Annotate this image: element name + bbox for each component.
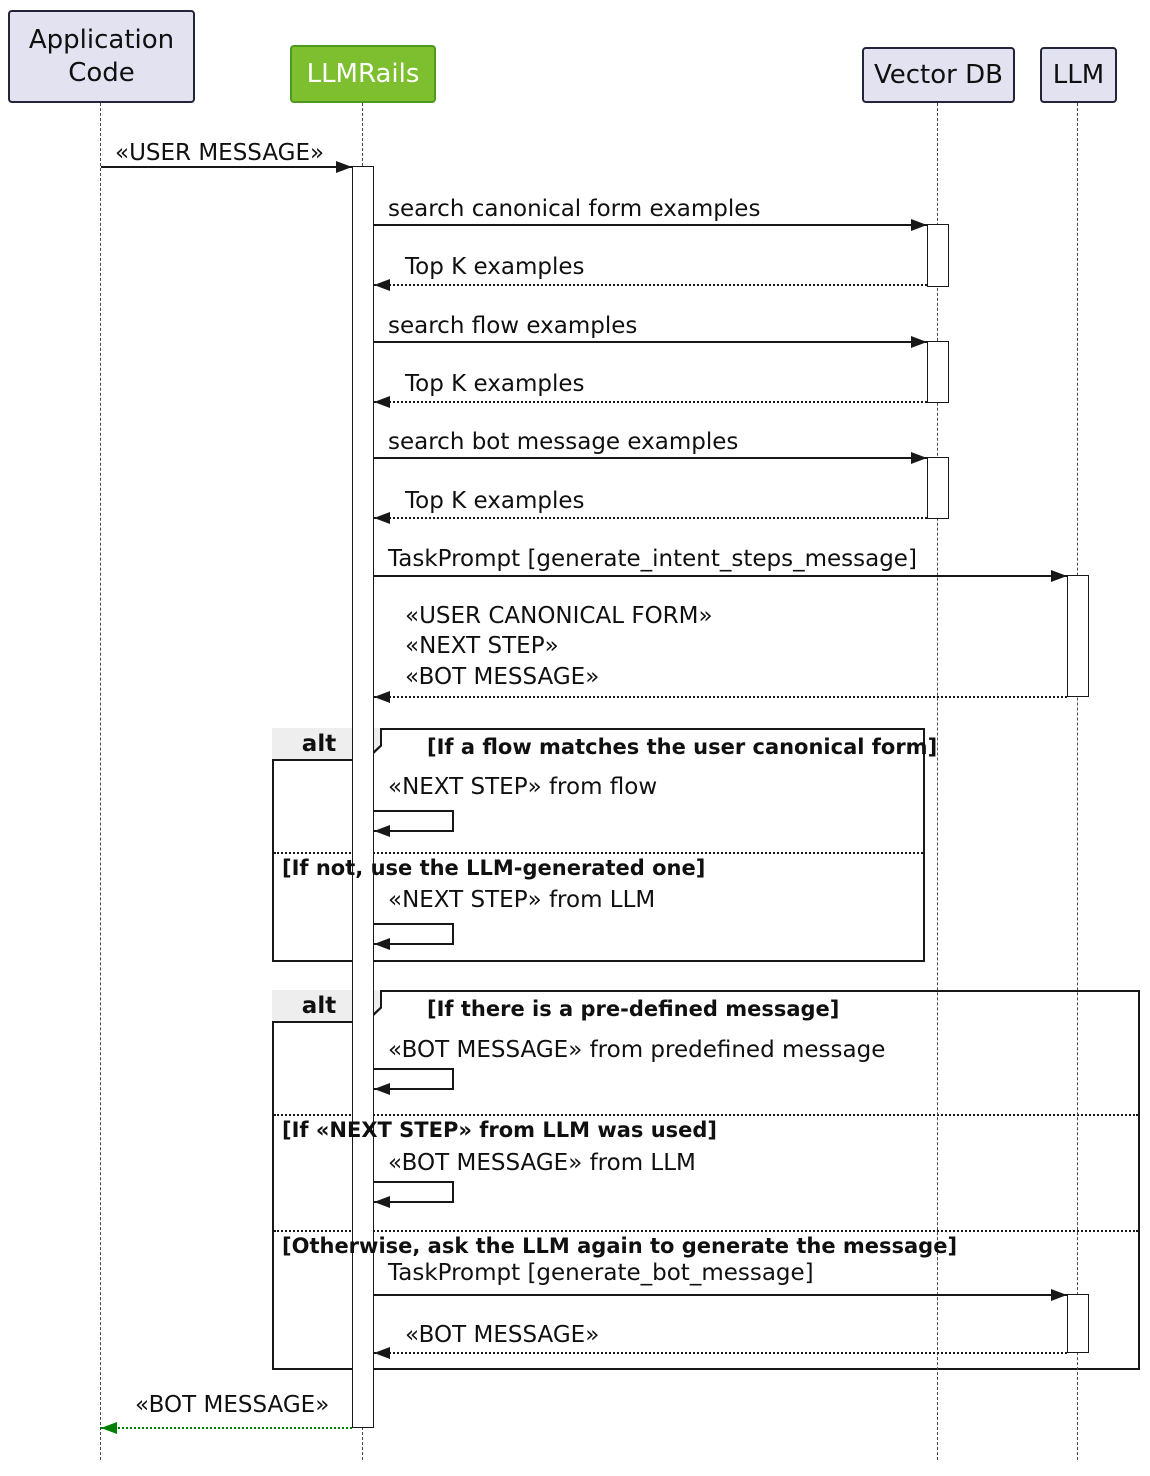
participant-llm-label: LLM	[1052, 59, 1105, 90]
message-label-bot-predefined: «BOT MESSAGE» from predefined message	[388, 1037, 886, 1063]
message-line-task-prompt-intent	[374, 575, 1067, 577]
message-label-final-bot-message: «BOT MESSAGE»	[135, 1392, 330, 1418]
message-line-top-k-1	[374, 284, 927, 286]
activation-vector-db-3	[927, 457, 949, 519]
message-line-search-canonical	[374, 224, 927, 226]
lifeline-vector-db	[937, 103, 938, 1460]
participant-application-code-label: Application Code	[28, 25, 175, 88]
activation-llm-2	[1067, 1294, 1089, 1353]
arrowhead-bot-llm	[374, 1196, 390, 1208]
message-label-top-k-2: Top K examples	[405, 371, 585, 397]
arrowhead-next-step-flow	[374, 825, 390, 837]
activation-llm-1	[1067, 575, 1089, 697]
message-label-task-prompt-bot: TaskPrompt [generate_bot_message]	[388, 1260, 814, 1286]
participant-vector-db: Vector DB	[862, 47, 1015, 103]
activation-vector-db-1	[927, 224, 949, 287]
arrowhead-search-flow	[911, 336, 927, 348]
participant-application-code: Application Code	[8, 10, 195, 103]
arrowhead-top-k-1	[374, 279, 390, 291]
alt-frame-2: alt [If there is a pre-defined message] …	[272, 990, 1140, 1370]
message-line-top-k-2	[374, 401, 927, 403]
alt-frame-2-condition-otherwise: [Otherwise, ask the LLM again to generat…	[282, 1234, 958, 1258]
arrowhead-intent-return	[374, 691, 390, 703]
alt-frame-2-condition-llm-next-step: [If «NEXT STEP» from LLM was used]	[282, 1118, 718, 1142]
lifeline-llm	[1077, 103, 1078, 1460]
self-arrow-bot-predefined	[374, 1068, 454, 1090]
arrowhead-top-k-2	[374, 396, 390, 408]
self-arrow-next-step-llm	[374, 923, 454, 945]
message-line-final-bot-message	[101, 1427, 352, 1429]
alt-frame-2-condition-predefined: [If there is a pre-defined message]	[427, 997, 840, 1021]
message-line-search-flow	[374, 341, 927, 343]
arrowhead-top-k-3	[374, 512, 390, 524]
participant-vector-db-label: Vector DB	[874, 59, 1003, 90]
message-line-task-prompt-bot	[374, 1294, 1067, 1296]
message-label-task-prompt-intent: TaskPrompt [generate_intent_steps_messag…	[388, 546, 917, 572]
arrowhead-final-bot-message	[101, 1422, 117, 1434]
arrowhead-task-prompt-intent	[1051, 570, 1067, 582]
message-label-next-step-llm: «NEXT STEP» from LLM	[388, 887, 656, 913]
alt-frame-2-divider-1	[274, 1114, 1138, 1116]
participant-llmrails-label: LLMRails	[306, 58, 420, 89]
arrowhead-search-canonical	[911, 219, 927, 231]
self-arrow-next-step-flow	[374, 810, 454, 832]
alt-frame-1: alt [If a flow matches the user canonica…	[272, 728, 937, 962]
arrowhead-next-step-llm	[374, 938, 390, 950]
alt-frame-1-condition-llm: [If not, use the LLM-generated one]	[282, 856, 706, 880]
message-label-top-k-1: Top K examples	[405, 254, 585, 280]
message-line-intent-return	[374, 696, 1067, 698]
message-label-bot-return: «BOT MESSAGE»	[405, 1322, 600, 1348]
self-arrow-bot-llm	[374, 1181, 454, 1203]
arrowhead-bot-return	[374, 1347, 390, 1359]
arrowhead-bot-predefined	[374, 1083, 390, 1095]
arrowhead-user-message	[336, 161, 352, 173]
lifeline-application-code	[100, 103, 101, 1460]
message-label-search-flow: search flow examples	[388, 313, 638, 339]
message-line-top-k-3	[374, 517, 927, 519]
message-line-bot-return	[374, 1352, 1067, 1354]
alt-frame-2-divider-2	[274, 1230, 1138, 1232]
message-label-user-message: «USER MESSAGE»	[115, 140, 325, 166]
message-label-intent-return: «USER CANONICAL FORM» «NEXT STEP» «BOT M…	[405, 603, 713, 690]
activation-vector-db-2	[927, 341, 949, 403]
message-label-next-step-flow: «NEXT STEP» from flow	[388, 774, 658, 800]
arrowhead-search-bot	[911, 452, 927, 464]
message-line-user-message	[101, 166, 352, 168]
message-label-top-k-3: Top K examples	[405, 488, 585, 514]
message-label-search-canonical: search canonical form examples	[388, 196, 761, 222]
participant-llm: LLM	[1040, 47, 1117, 103]
message-label-bot-llm: «BOT MESSAGE» from LLM	[388, 1150, 696, 1176]
message-label-search-bot: search bot message examples	[388, 429, 739, 455]
message-line-search-bot	[374, 457, 927, 459]
alt-frame-1-divider	[274, 852, 923, 854]
alt-frame-1-condition-flow: [If a flow matches the user canonical fo…	[427, 735, 938, 759]
arrowhead-task-prompt-bot	[1051, 1289, 1067, 1301]
activation-llmrails	[352, 166, 374, 1428]
participant-llmrails: LLMRails	[290, 45, 436, 103]
